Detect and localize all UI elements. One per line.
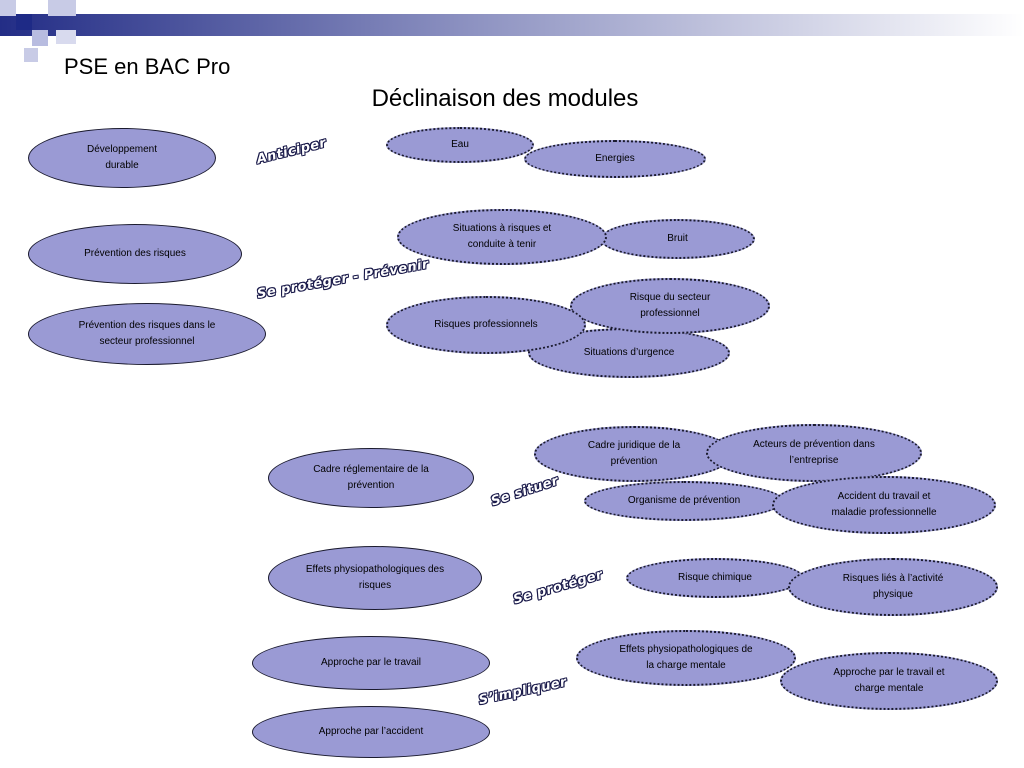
topic-risques-professionnels: Risques professionnels: [386, 296, 586, 354]
topic-cadre-juridique: Cadre juridique de la prévention: [534, 426, 734, 482]
topic-accident-travail: Accident du travail et maladie professio…: [772, 476, 996, 534]
topic-effets-charge-mentale: Effets physiopathologiques de la charge …: [576, 630, 796, 686]
verb-se-proteger: Se protéger: [511, 567, 605, 608]
module-prevention-risques: Prévention des risques: [28, 224, 242, 284]
logo-square-dark: [16, 14, 32, 30]
verb-se-situer: Se situer: [489, 473, 561, 510]
topic-risque-chimique: Risque chimique: [626, 558, 804, 598]
topic-organisme-prevention: Organisme de prévention: [584, 481, 784, 521]
logo-square-light: [32, 30, 48, 46]
module-developpement-durable: Développement durable: [28, 128, 216, 188]
header-gradient-bar: [0, 14, 1024, 36]
topic-risque-secteur: Risque du secteur professionnel: [570, 278, 770, 334]
topic-risques-activite: Risques liés à l’activité physique: [788, 558, 998, 616]
topic-eau: Eau: [386, 127, 534, 163]
module-cadre-reglementaire: Cadre réglementaire de la prévention: [268, 448, 474, 508]
page-title: Déclinaison des modules: [371, 85, 639, 112]
module-approche-travail: Approche par le travail: [252, 636, 490, 690]
topic-energies: Energies: [524, 140, 706, 178]
module-prevention-risques-pro: Prévention des risques dans le secteur p…: [28, 303, 266, 365]
verb-anticiper: Anticiper: [255, 135, 328, 168]
module-effets-physio: Effets physiopathologiques des risques: [268, 546, 482, 610]
logo-square-light: [48, 0, 76, 16]
topic-approche-charge-mentale: Approche par le travail et charge mental…: [780, 652, 998, 710]
verb-se-proteger-prevenir: Se protéger - Prévenir: [256, 256, 431, 303]
verb-s-impliquer: S’impliquer: [477, 674, 569, 709]
logo-square-light: [24, 48, 38, 62]
logo-square-light: [56, 30, 76, 44]
logo-square-light: [0, 0, 16, 16]
slide-header: PSE en BAC Pro: [64, 54, 231, 79]
module-approche-accident: Approche par l’accident: [252, 706, 490, 758]
topic-acteurs-prevention: Acteurs de prévention dans l’entreprise: [706, 424, 922, 482]
topic-situations-risques: Situations à risques et conduite à tenir: [397, 209, 607, 265]
topic-bruit: Bruit: [600, 219, 755, 259]
